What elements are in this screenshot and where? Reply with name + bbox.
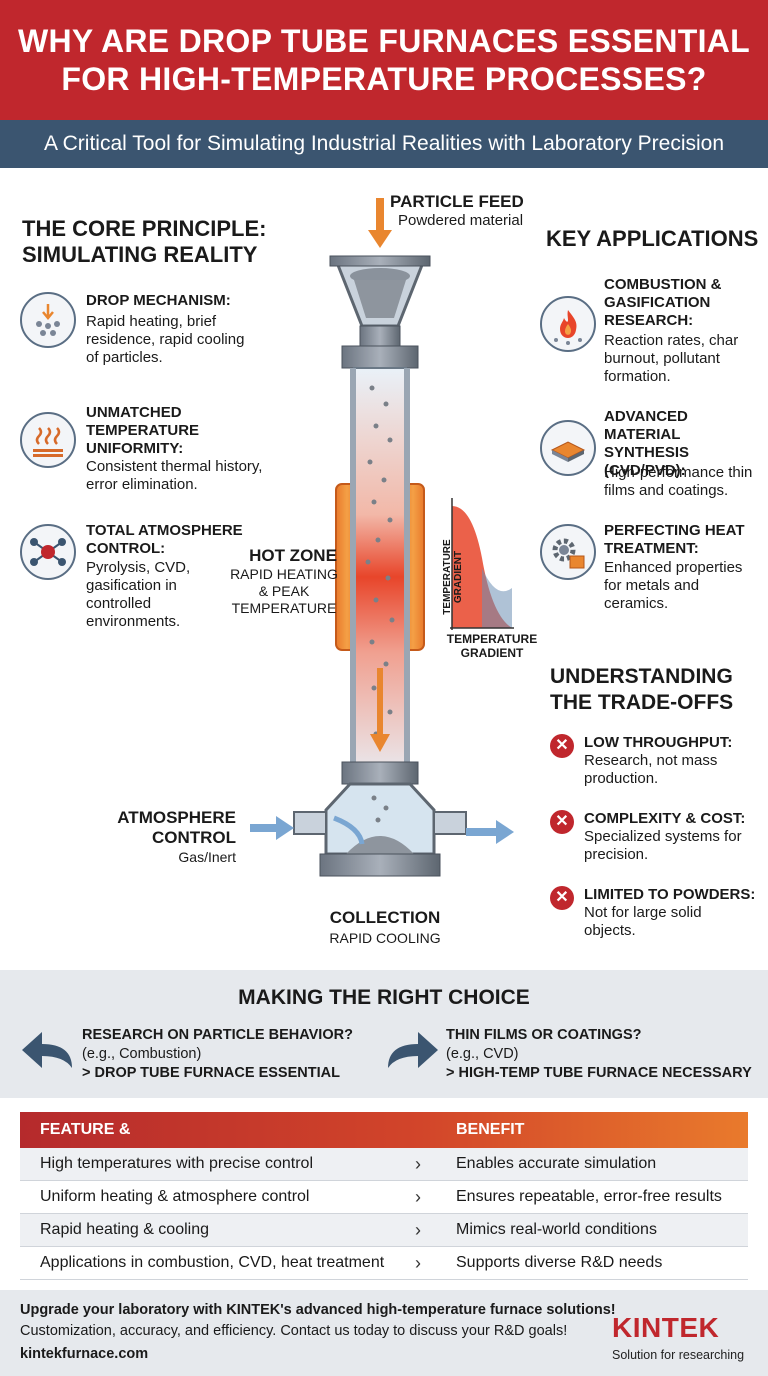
- application-item-desc: Reaction rates, char burnout, pollutant …: [604, 332, 739, 385]
- title-line-2: FOR HIGH-TEMPERATURE PROCESSES?: [61, 61, 707, 97]
- heat-waves-icon: [20, 412, 76, 468]
- logo-tagline: Solution for researching: [612, 1348, 745, 1362]
- gear-icon: [540, 524, 596, 580]
- chevron-right-icon: ›: [415, 1153, 421, 1174]
- thin-film-icon: [540, 420, 596, 476]
- core-item-title: UNMATCHED TEMPERATURE UNIFORMITY:: [86, 404, 200, 457]
- key-applications-title: KEY APPLICATIONS: [546, 226, 759, 251]
- title-line-1: WHY ARE DROP TUBE FURNACES ESSENTIAL: [17, 23, 751, 59]
- hot-zone-sub: RAPID HEATING & PEAK TEMPERATURE: [230, 566, 338, 616]
- collection-label: COLLECTION: [329, 908, 441, 927]
- table-row: Rapid heating & cooling › Mimics real-wo…: [20, 1214, 748, 1247]
- footer-subtext: Customization, accuracy, and efficiency.…: [20, 1323, 568, 1339]
- drop-particles-icon: [20, 292, 76, 348]
- kintek-logo: KINTEK: [612, 1312, 720, 1343]
- application-item-desc: Enhanced properties for metals and ceram…: [604, 559, 743, 612]
- curved-arrow-left-icon: [22, 1032, 72, 1068]
- furnace-diagram: [250, 198, 514, 877]
- application-item-title: ADVANCED MATERIAL SYNTHESIS (CVD/PVD):: [604, 408, 690, 479]
- table-row: Uniform heating & atmosphere control › E…: [20, 1181, 748, 1214]
- table-row: Applications in combustion, CVD, heat tr…: [20, 1247, 748, 1280]
- atmosphere-sub: Gas/Inert: [178, 849, 236, 865]
- right-choice-section: MAKING THE RIGHT CHOICE RESEARCH ON PART…: [0, 970, 768, 1098]
- gradient-caption: TEMPERATURE GRADIENT: [446, 632, 538, 660]
- gradient-vertical-label: TEMPERATURE GRADIENT: [442, 539, 464, 615]
- core-item-title: TOTAL ATMOSPHERE CONTROL:: [86, 522, 243, 557]
- core-item-desc: Rapid heating, brief residence, rapid co…: [86, 313, 245, 366]
- x-icon: ✕: [550, 810, 574, 834]
- core-item-title: DROP MECHANISM:: [86, 292, 231, 309]
- particle-feed-label: PARTICLE FEED: [390, 192, 524, 211]
- x-icon: ✕: [550, 886, 574, 910]
- choice-right: THIN FILMS OR COATINGS? (e.g., CVD) > HI…: [446, 1027, 752, 1081]
- application-item-title: COMBUSTION & GASIFICATION RESEARCH:: [604, 276, 722, 329]
- tradeoffs-title: UNDERSTANDING THE TRADE-OFFS: [550, 665, 734, 714]
- page-title: WHY ARE DROP TUBE FURNACES ESSENTIAL FOR…: [18, 22, 750, 98]
- tradeoff-title: COMPLEXITY & COST:: [584, 810, 746, 827]
- core-principle-title: THE CORE PRINCIPLE: SIMULATING REALITY: [22, 216, 267, 267]
- collection-sub: RAPID COOLING: [329, 930, 441, 946]
- footer: Upgrade your laboratory with KINTEK's ad…: [0, 1290, 768, 1376]
- header-feature: FEATURE &: [40, 1121, 131, 1138]
- application-item-desc: High-performance thin films and coatings…: [604, 464, 753, 499]
- table-row: High temperatures with precise control ›…: [20, 1148, 748, 1181]
- flame-icon: [540, 296, 596, 352]
- tradeoff-desc: Specialized systems for precision.: [584, 828, 742, 863]
- curved-arrow-right-icon: [388, 1032, 438, 1068]
- footer-cta: Upgrade your laboratory with KINTEK's ad…: [20, 1302, 616, 1318]
- table-header: FEATURE & BENEFIT: [20, 1112, 748, 1148]
- chevron-right-icon: ›: [415, 1252, 421, 1273]
- atmosphere-control-label: ATMOSPHERE CONTROL: [117, 808, 236, 847]
- hot-zone-label: HOT ZONE: [249, 546, 337, 565]
- application-item-title: PERFECTING HEAT TREATMENT:: [604, 522, 745, 557]
- choice-left: RESEARCH ON PARTICLE BEHAVIOR? (e.g., Co…: [82, 1027, 353, 1081]
- right-choice-title: MAKING THE RIGHT CHOICE: [238, 986, 530, 1009]
- main-section: THE CORE PRINCIPLE: SIMULATING REALITY D…: [0, 168, 768, 970]
- x-icon: ✕: [550, 734, 574, 758]
- molecule-icon: [20, 524, 76, 580]
- feature-benefit-table: FEATURE & BENEFIT High temperatures with…: [20, 1112, 748, 1280]
- subtitle: A Critical Tool for Simulating Industria…: [43, 132, 725, 155]
- tradeoff-title: LOW THROUGHPUT:: [584, 734, 733, 751]
- tradeoff-title: LIMITED TO POWDERS:: [584, 886, 756, 903]
- chevron-right-icon: ›: [415, 1186, 421, 1207]
- particle-feed-sub: Powdered material: [398, 212, 524, 229]
- core-item-desc: Consistent thermal history, error elimin…: [86, 458, 263, 493]
- chevron-right-icon: ›: [415, 1219, 421, 1240]
- tradeoff-desc: Not for large solid objects.: [584, 904, 702, 939]
- header-benefit: BENEFIT: [456, 1121, 525, 1138]
- header-banner: WHY ARE DROP TUBE FURNACES ESSENTIAL FOR…: [0, 0, 768, 120]
- footer-url[interactable]: kintekfurnace.com: [20, 1346, 149, 1362]
- tradeoff-desc: Research, not mass production.: [584, 752, 718, 787]
- subtitle-banner: A Critical Tool for Simulating Industria…: [0, 120, 768, 168]
- core-item-desc: Pyrolysis, CVD, gasification in controll…: [86, 559, 191, 630]
